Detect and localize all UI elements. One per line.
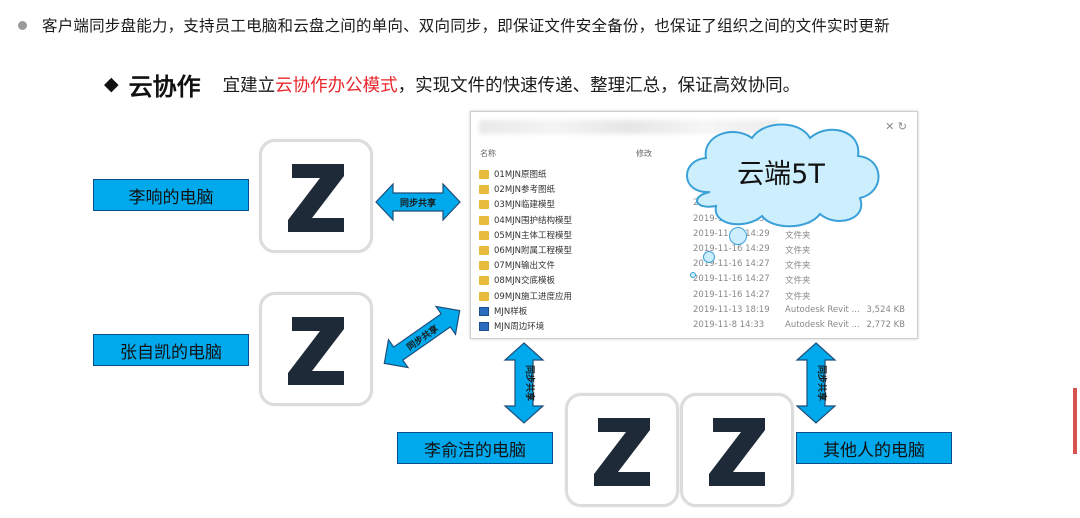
computer-label-zhang-zikai: 张自凯的电脑 <box>93 334 249 366</box>
revit-file-icon <box>479 322 489 331</box>
file-modified-date: 2019-11-16 14:27 <box>693 289 770 300</box>
cloud-storage-label: 云端5T <box>737 159 825 190</box>
bullet-text: 客户端同步盘能力，支持员工电脑和云盘之间的单向、双向同步，即保证文件安全备份，也… <box>42 17 890 35</box>
blurred-path-bar <box>479 120 779 134</box>
folder-icon <box>479 261 489 271</box>
sync-arrow-vertical-left: 同步共享 <box>503 342 545 424</box>
folder-icon <box>479 200 489 210</box>
file-modified-date: 2019-11-16 14:29 <box>693 244 770 254</box>
section-heading: ◆ 云协作 宜建立云协作办公模式，实现文件的快速传递、整理汇总，保证高效协同。 <box>104 66 800 102</box>
z-logo-tile-li-yujie <box>565 393 679 507</box>
heading-title: 云协作 <box>128 72 201 101</box>
file-modified-date: 2019-11-13 18:19 <box>693 304 770 315</box>
file-name: 06MJN附属工程模型 <box>494 246 573 256</box>
file-type: 文件夹 <box>785 246 811 256</box>
file-type: 文件夹 <box>785 230 811 241</box>
folder-icon <box>479 170 489 179</box>
file-name: 07MJN输出文件 <box>494 261 556 272</box>
folder-icon <box>479 246 489 255</box>
z-logo-tile-zhang-zikai <box>259 292 373 406</box>
file-type: 文件夹 <box>785 261 811 272</box>
folder-icon <box>479 291 489 301</box>
file-name: 01MJN原图纸 <box>494 170 547 180</box>
file-name: 02MJN参考图纸 <box>494 185 556 196</box>
desc-suffix: ，实现文件的快速传递、整理汇总，保证高效协同。 <box>397 75 801 96</box>
file-row[interactable]: 09MJN施工进度应用 2019-11-16 14:27 文件夹 <box>479 290 911 304</box>
desc-highlight: 云协作办公模式 <box>275 75 398 96</box>
file-row[interactable]: 06MJN附属工程模型 2019-11-16 14:29 文件夹 <box>479 244 911 258</box>
slide-edge-marker <box>1073 388 1077 454</box>
file-type: Autodesk Revit ... <box>785 304 860 315</box>
sync-arrow-vertical-right: 同步共享 <box>795 342 837 424</box>
file-row[interactable]: 01MJN原图纸 <box>479 168 911 182</box>
file-type: Autodesk Revit ... <box>785 320 860 330</box>
file-modified-date: 2019-11-8 14:33 <box>693 320 765 330</box>
bubble-decoration <box>729 227 747 245</box>
file-type: 文件夹 <box>785 291 811 302</box>
sync-arrow-horizontal: 同步共享 <box>375 182 461 222</box>
file-name: 09MJN施工进度应用 <box>494 291 573 302</box>
column-header-modified[interactable]: 修改 <box>636 149 652 158</box>
bubble-decoration <box>703 251 715 263</box>
heading-description: 宜建立云协作办公模式，实现文件的快速传递、整理汇总，保证高效协同。 <box>223 72 801 97</box>
file-name: 08MJN交底模板 <box>494 276 556 287</box>
folder-icon <box>479 276 489 286</box>
folder-icon <box>479 215 489 225</box>
cloud-shape <box>686 123 880 228</box>
file-modified-date: 2019-11-16 14:27 <box>693 274 770 285</box>
sync-arrow-label: 同步共享 <box>524 365 536 401</box>
file-name: 05MJN主体工程模型 <box>494 230 573 241</box>
file-row[interactable]: 02MJN参考图纸 <box>479 183 911 197</box>
computer-label-li-xiang: 李响的电脑 <box>93 179 249 211</box>
file-name: MJN周边环境 <box>494 322 545 332</box>
bullet-dot <box>18 20 27 30</box>
column-header-name[interactable]: 名称 <box>480 149 496 158</box>
sync-arrow-diagonal: 同步共享 <box>383 305 461 369</box>
file-row[interactable]: 07MJN输出文件 2019-11-16 14:27 文件夹 <box>479 259 911 273</box>
file-modified-date: 2019-11-16 14:27 <box>693 259 770 270</box>
file-type: 文件夹 <box>785 276 811 287</box>
bullet-line: 客户端同步盘能力，支持员工电脑和云盘之间的单向、双向同步，即保证文件安全备份，也… <box>18 12 1080 38</box>
bubble-decoration <box>690 272 696 278</box>
file-name: 03MJN临建模型 <box>494 200 556 211</box>
file-row[interactable]: MJN样板 2019-11-13 18:19 Autodesk Revit ... 3… <box>479 305 911 319</box>
z-logo-icon <box>709 418 765 486</box>
file-size: 3,524 KB <box>866 304 905 315</box>
folder-icon <box>479 185 489 195</box>
computer-label-others: 其他人的电脑 <box>796 432 952 464</box>
sync-arrow-label: 同步共享 <box>816 365 828 401</box>
desc-prefix: 宜建立 <box>222 75 276 96</box>
z-logo-icon <box>288 164 344 232</box>
diamond-marker: ◆ <box>104 73 119 95</box>
file-row[interactable]: 08MJN交底模板 2019-11-16 14:27 文件夹 <box>479 274 911 288</box>
z-logo-tile-others <box>680 393 794 507</box>
revit-file-icon <box>479 306 489 316</box>
folder-icon <box>479 230 489 240</box>
z-logo-tile-li-xiang <box>259 139 373 253</box>
z-logo-icon <box>288 317 344 385</box>
sync-arrow-label: 同步共享 <box>400 197 436 209</box>
file-row[interactable]: MJN周边环境 2019-11-8 14:33 Autodesk Revit ...… <box>479 320 911 334</box>
explorer-titlebar: ✕ ↻ <box>471 112 917 140</box>
z-logo-icon <box>594 418 650 486</box>
file-name: MJN样板 <box>494 306 528 317</box>
file-size: 2,772 KB <box>866 320 905 330</box>
computer-label-li-yujie: 李俞洁的电脑 <box>397 432 553 464</box>
file-name: 04MJN围护结构模型 <box>494 215 573 226</box>
explorer-window-icons[interactable]: ✕ ↻ <box>885 120 907 133</box>
